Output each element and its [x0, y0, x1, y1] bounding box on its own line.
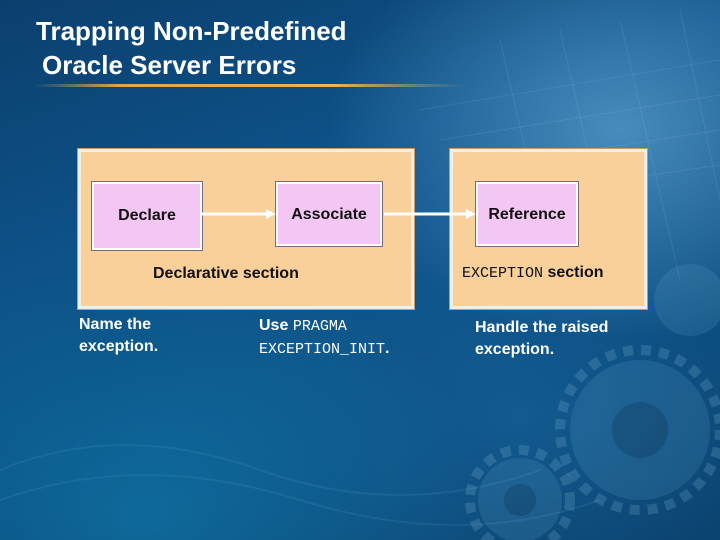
slide-title: Trapping Non-Predefined Oracle Server Er…	[36, 14, 347, 82]
associate-description: Use PRAGMA EXCEPTION_INIT.	[259, 315, 449, 361]
slide-title-line-1: Trapping Non-Predefined	[36, 16, 347, 46]
exception-keyword: EXCEPTION	[462, 265, 544, 282]
associate-box: Associate	[276, 182, 382, 246]
declarative-section-label: Declarative section	[153, 265, 299, 282]
reference-description: Handle the raised exception.	[475, 319, 609, 358]
use-word: Use	[259, 317, 289, 334]
slide-title-line-2: Oracle Server Errors	[42, 50, 297, 80]
associate-box-label: Associate	[291, 206, 367, 223]
associate-to-reference-arrow-icon	[384, 209, 476, 219]
pragma-keyword: PRAGMA	[292, 318, 347, 335]
title-underline	[34, 84, 464, 87]
declare-description: Name the exception.	[79, 316, 159, 355]
exception-init-keyword: EXCEPTION_INIT	[259, 341, 386, 358]
exception-section-word: section	[547, 264, 604, 281]
declare-box-label: Declare	[118, 207, 176, 224]
declare-to-associate-arrow-icon	[200, 209, 276, 219]
declare-box: Declare	[92, 182, 202, 250]
exception-section-label: EXCEPTION section	[462, 264, 603, 282]
reference-box-label: Reference	[488, 206, 566, 223]
reference-box: Reference	[476, 182, 578, 246]
use-period: .	[385, 340, 390, 357]
